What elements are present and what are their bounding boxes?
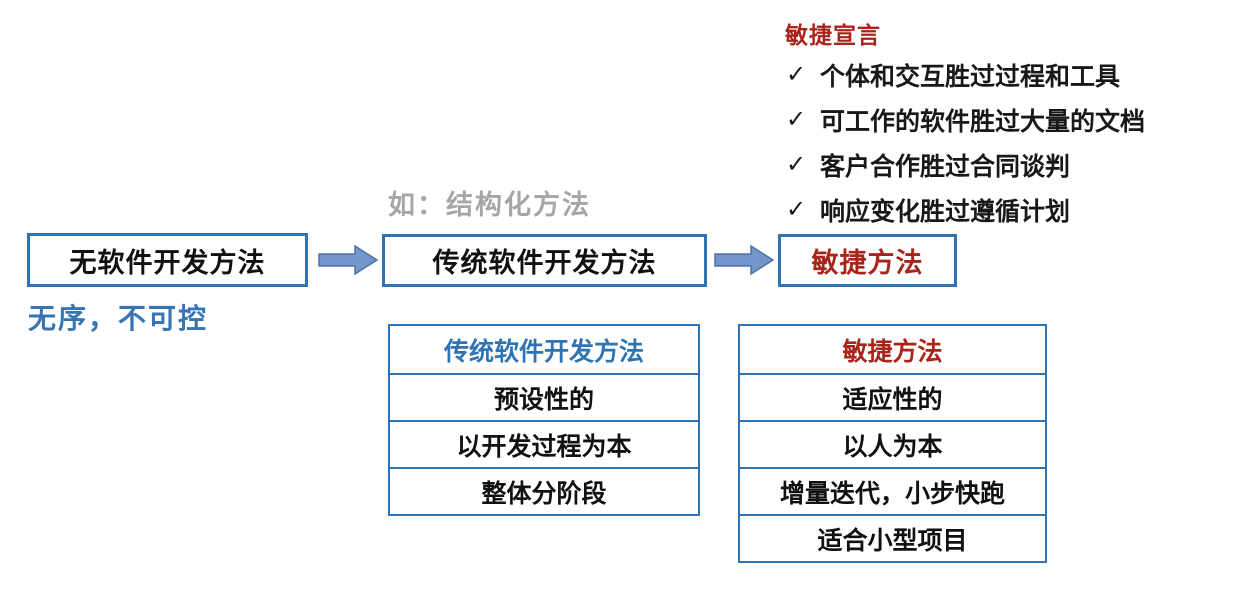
- right-arrow-icon: [714, 244, 775, 276]
- manifesto-item: ✓ 个体和交互胜过过程和工具: [786, 52, 1145, 97]
- check-icon: ✓: [786, 106, 807, 133]
- check-icon: ✓: [786, 61, 807, 88]
- traditional-method-table: 传统软件开发方法 预设性的 以开发过程为本 整体分阶段: [388, 324, 700, 516]
- agile-method-table: 敏捷方法 适应性的 以人为本 增量迭代，小步快跑 适合小型项目: [738, 324, 1047, 563]
- flow-box-no-method: 无软件开发方法: [27, 233, 308, 287]
- manifesto-title: 敏捷宣言: [785, 22, 881, 48]
- right-arrow-icon: [318, 244, 379, 276]
- table-row: 整体分阶段: [390, 467, 698, 514]
- manifesto-list: ✓ 个体和交互胜过过程和工具 ✓ 可工作的软件胜过大量的文档 ✓ 客户合作胜过合…: [786, 52, 1145, 232]
- table-row: 以人为本: [740, 420, 1045, 467]
- check-icon: ✓: [786, 151, 807, 178]
- manifesto-item: ✓ 响应变化胜过遵循计划: [786, 187, 1145, 232]
- manifesto-item-text: 客户合作胜过合同谈判: [820, 152, 1071, 181]
- no-method-caption: 无序，不可控: [28, 303, 209, 334]
- structured-method-note: 如：结构化方法: [388, 190, 591, 220]
- manifesto-item: ✓ 可工作的软件胜过大量的文档: [786, 97, 1145, 142]
- flow-box-agile-method: 敏捷方法: [778, 234, 957, 287]
- check-icon: ✓: [786, 196, 807, 223]
- manifesto-item-text: 可工作的软件胜过大量的文档: [820, 107, 1146, 136]
- table-row: 预设性的: [390, 373, 698, 420]
- manifesto-item: ✓ 客户合作胜过合同谈判: [786, 142, 1145, 187]
- table-header: 传统软件开发方法: [443, 337, 644, 366]
- table-header: 敏捷方法: [842, 337, 943, 366]
- table-row: 增量迭代，小步快跑: [740, 467, 1045, 514]
- manifesto-item-text: 响应变化胜过遵循计划: [820, 197, 1071, 226]
- manifesto-item-text: 个体和交互胜过过程和工具: [820, 62, 1121, 91]
- flow-box-traditional-method: 传统软件开发方法: [382, 234, 707, 287]
- table-row: 适应性的: [740, 373, 1045, 420]
- table-row: 以开发过程为本: [390, 420, 698, 467]
- table-row: 适合小型项目: [740, 514, 1045, 561]
